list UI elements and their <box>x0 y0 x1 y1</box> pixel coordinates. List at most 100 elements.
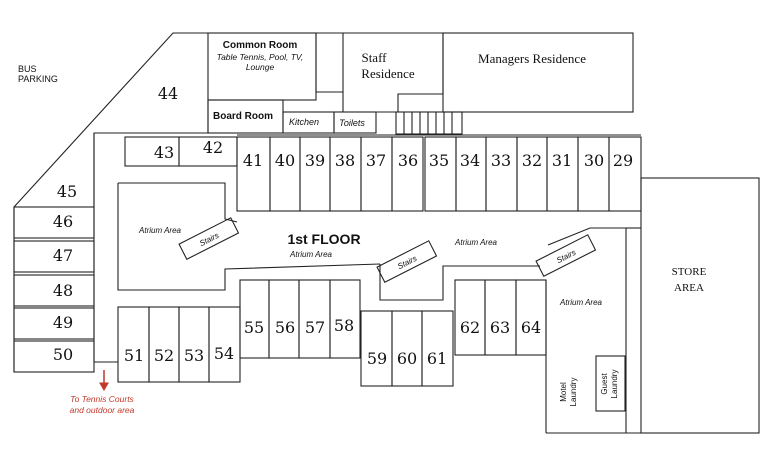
atrium-left-outline <box>118 182 238 223</box>
room-46 <box>13 206 95 239</box>
atrium-center-label: Atrium Area <box>289 250 332 259</box>
room-61-number: 61 <box>427 349 447 368</box>
room-33 <box>485 136 518 212</box>
room-34 <box>455 136 487 212</box>
room-44-boundary <box>93 100 209 207</box>
room-60-number: 60 <box>397 349 417 368</box>
room-43-number: 43 <box>154 143 174 162</box>
room-47 <box>13 240 95 273</box>
room-45-number: 45 <box>57 182 77 201</box>
room-61 <box>421 310 454 387</box>
bottom-rooms-c <box>360 310 454 387</box>
room-35-number: 35 <box>429 151 449 170</box>
managers-residence <box>442 32 634 113</box>
atrium-right-top <box>547 227 626 246</box>
store-area-label: STORE <box>672 266 707 278</box>
stairs-right <box>535 234 597 278</box>
room-30 <box>577 136 610 212</box>
room-39 <box>299 136 331 212</box>
common-room-title: Common Room <box>223 40 298 51</box>
room-29 <box>608 136 642 212</box>
room-36 <box>391 136 424 212</box>
room-50-number: 50 <box>53 345 73 364</box>
motel-laundry-label-2: Laundry <box>569 378 578 407</box>
room-48-number: 48 <box>53 281 73 300</box>
room-52-number: 52 <box>154 346 174 365</box>
room-40 <box>269 136 301 212</box>
room-46-number: 46 <box>53 212 73 231</box>
room-29-number: 29 <box>613 151 633 170</box>
guest-laundry-label-2: Laundry <box>610 370 619 399</box>
staff-residence-label-2: Residence <box>361 66 415 81</box>
diagonal-wall <box>13 32 208 208</box>
stairs-right-box <box>535 234 597 278</box>
room-58-number: 58 <box>334 316 354 335</box>
room-40-number: 40 <box>275 151 295 170</box>
room-51-number: 51 <box>124 346 144 365</box>
first-floor-label: 1st FLOOR <box>287 231 360 247</box>
room-33-number: 33 <box>491 151 511 170</box>
room-50 <box>13 340 95 373</box>
room-36-number: 36 <box>398 151 418 170</box>
room-31 <box>546 136 579 212</box>
guest-laundry <box>595 355 626 412</box>
room-64-number: 64 <box>521 318 541 337</box>
room-30-number: 30 <box>584 151 604 170</box>
room-32-number: 32 <box>522 151 542 170</box>
room-44-number: 44 <box>158 84 178 103</box>
atrium-left-label: Atrium Area <box>138 226 181 235</box>
atrium-right-label: Atrium Area <box>559 298 602 307</box>
store-area-label-2: AREA <box>674 282 704 294</box>
room-37-number: 37 <box>366 151 386 170</box>
room-38-number: 38 <box>335 151 355 170</box>
room-62-number: 62 <box>460 318 480 337</box>
tennis-courts-label-2: and outdoor area <box>70 405 135 415</box>
room-53-number: 53 <box>184 346 204 365</box>
room-56-number: 56 <box>275 318 295 337</box>
common-room-sub2: Lounge <box>246 62 275 72</box>
room-53 <box>178 306 210 383</box>
room-34-number: 34 <box>460 151 480 170</box>
room-55-number: 55 <box>244 318 264 337</box>
atrium-center2-label: Atrium Area <box>454 238 497 247</box>
board-room-label: Board Room <box>213 111 273 122</box>
room-38 <box>329 136 362 212</box>
common-room-sub1: Table Tennis, Pool, TV, <box>217 52 304 62</box>
stairs-center-box <box>376 240 438 284</box>
room-42-number: 42 <box>203 138 223 157</box>
staff-residence-label: Staff <box>361 50 387 65</box>
room-57-number: 57 <box>305 318 325 337</box>
stairs-right-label: Stairs <box>555 248 577 265</box>
bus-parking-label: BUS <box>18 64 37 74</box>
toilets-label: Toilets <box>339 118 365 128</box>
stairs-center-label: Stairs <box>396 254 418 271</box>
managers-residence-label: Managers Residence <box>478 51 586 66</box>
exterior-stairs <box>395 111 463 135</box>
room-47-number: 47 <box>53 246 73 265</box>
room-63-number: 63 <box>490 318 510 337</box>
kitchen-label: Kitchen <box>289 117 319 127</box>
room-52 <box>148 306 180 383</box>
room-49 <box>13 307 95 340</box>
stairs-center <box>376 240 438 284</box>
room-51 <box>117 306 150 383</box>
room-49-number: 49 <box>53 313 73 332</box>
room-31-number: 31 <box>552 151 572 170</box>
room-54-number: 54 <box>214 344 234 363</box>
tennis-arrow-icon <box>99 382 109 392</box>
room-37 <box>360 136 393 212</box>
top-row-rooms <box>236 136 642 212</box>
atrium-center-outline <box>379 264 540 301</box>
staff-inner-wall <box>316 33 344 93</box>
room-32 <box>516 136 548 212</box>
stairs-left-label: Stairs <box>198 231 220 248</box>
bottom-rooms-d <box>454 279 547 356</box>
walls <box>13 32 760 434</box>
bus-parking-label-2: PARKING <box>18 74 58 84</box>
store-area <box>640 177 760 434</box>
room-35 <box>424 136 457 212</box>
bottom-rooms-b <box>239 279 361 359</box>
room-59-number: 59 <box>367 349 387 368</box>
stairs-left-box <box>178 217 240 261</box>
